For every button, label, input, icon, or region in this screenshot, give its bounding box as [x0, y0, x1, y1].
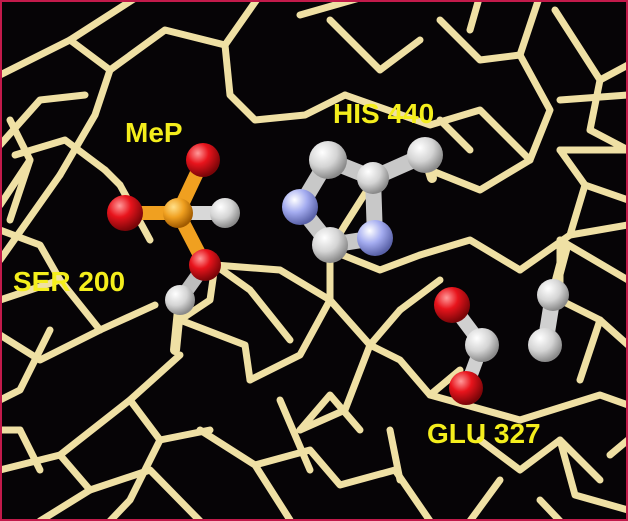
glu-oxygen-atom [434, 287, 470, 323]
mep-oxygen-atom [186, 143, 220, 177]
his-carbon-atom [309, 141, 347, 179]
label-mep: MeP [125, 117, 183, 148]
his-carbon-atom [407, 137, 443, 173]
label-his-440: HIS 440 [333, 98, 434, 129]
his-carbon-atom [312, 227, 348, 263]
his-nitrogen-atom [282, 189, 318, 225]
glu-carbon-atom [528, 328, 562, 362]
mep-carbon-atom [210, 198, 240, 228]
atoms [107, 137, 569, 405]
glu-carbon-atom [537, 279, 569, 311]
ser-carbon-atom [165, 285, 195, 315]
glu-oxygen-atom [449, 371, 483, 405]
residue-labels: MeP HIS 440 SER 200 GLU 327 [13, 98, 541, 449]
mep-oxygen-atom [189, 249, 221, 281]
label-ser-200: SER 200 [13, 266, 125, 297]
label-glu-327: GLU 327 [427, 418, 541, 449]
his-nitrogen-atom [357, 220, 393, 256]
mep-phosphorus-atom [163, 198, 193, 228]
mep-oxygen-atom [107, 195, 143, 231]
his-carbon-atom [357, 162, 389, 194]
glu-carbon-atom [465, 328, 499, 362]
